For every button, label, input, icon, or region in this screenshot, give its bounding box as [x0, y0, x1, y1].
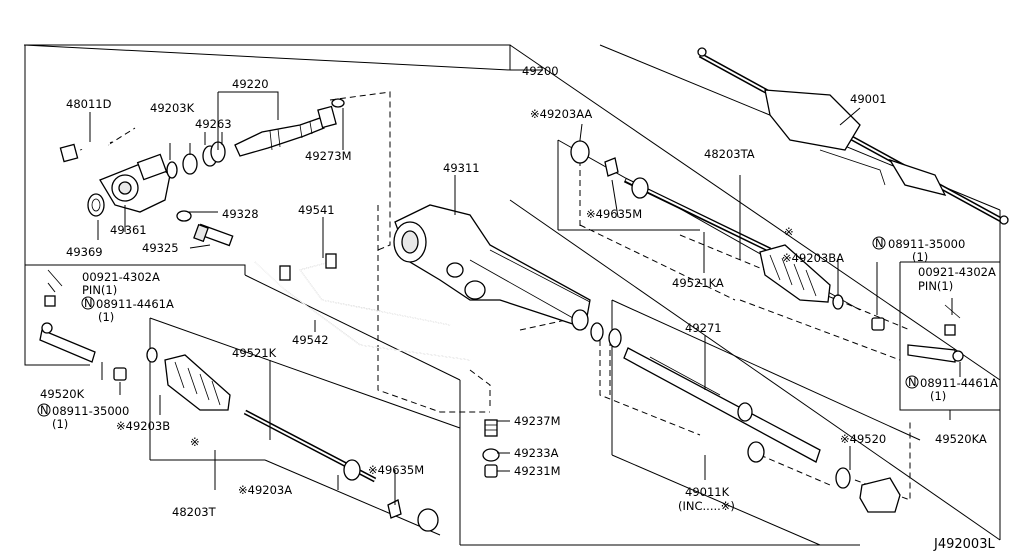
label-49635M-top: ※49635M — [586, 207, 642, 221]
label-49361: 49361 — [110, 223, 147, 237]
label-08911-35000-right: N 08911-35000 (1) — [872, 236, 965, 264]
label-49273M: 49273M — [305, 149, 352, 163]
svg-text:08911-4461A: 08911-4461A — [96, 297, 174, 311]
label-00921-4302A-right: 00921-4302A — [918, 265, 996, 279]
label-49203BA: ※49203BA — [782, 251, 844, 265]
label-48203T: 48203T — [172, 505, 217, 519]
label-08911-35000-left: N 08911-35000 (1) — [37, 403, 129, 431]
label-49203B: ※49203B — [116, 419, 170, 433]
label-48203TA: 48203TA — [704, 147, 755, 161]
label-49520K: 49520K — [40, 387, 85, 401]
svg-text:(1): (1) — [912, 250, 928, 264]
svg-text:08911-35000: 08911-35000 — [52, 404, 129, 418]
seal-49520-part — [835, 467, 851, 489]
housing-49361-part — [99, 153, 171, 213]
boot-49203BA-part — [759, 244, 844, 310]
svg-text:08911-4461A: 08911-4461A — [920, 376, 998, 390]
plug-49231M-part — [484, 464, 498, 478]
spring-49237M-part — [484, 419, 498, 437]
rings-49203K-part — [166, 153, 198, 179]
svg-text:N: N — [40, 403, 49, 417]
tie-rod-inner-49521KA-part — [623, 177, 772, 253]
label-49200: 49200 — [522, 64, 559, 78]
n-symbol-right-top: N — [875, 236, 884, 250]
diagram-code: J492003L — [933, 537, 995, 552]
label-49542: 49542 — [292, 333, 329, 347]
svg-text:(1): (1) — [98, 310, 114, 324]
label-49237M: 49237M — [514, 414, 561, 428]
oring-49328-part — [176, 210, 192, 222]
label-49011K: 49011K — [685, 485, 730, 499]
label-00921-4302A-left: 00921-4302A — [82, 270, 160, 284]
part-labels: 48011D 49220 49203K 49263 49273M 49361 4… — [37, 64, 998, 552]
label-pin-left: PIN(1) — [82, 283, 117, 297]
tie-rod-inner-49521K-part — [243, 409, 377, 483]
label-49001: 49001 — [850, 92, 887, 106]
boot-49203B-part — [146, 347, 231, 411]
pipe-49541-part — [299, 253, 451, 326]
svg-text:(1): (1) — [52, 417, 68, 431]
label-49011K-inc: (INC.....※) — [678, 499, 735, 513]
label-49541: 49541 — [298, 203, 335, 217]
nut-08911-35000-left-part — [113, 367, 127, 381]
nut-08911-35000-right-part — [871, 317, 885, 331]
gear-assembly-49001-part — [697, 47, 1009, 225]
gear-housing-49311-part — [393, 204, 591, 329]
label-08911-4461A-right: N 08911-4461A (1) — [905, 375, 998, 403]
svg-text:08911-35000: 08911-35000 — [888, 237, 965, 251]
bearing-49263-part — [202, 141, 226, 167]
label-49521K: 49521K — [232, 346, 277, 360]
rack-49271-part — [623, 347, 821, 463]
label-49521KA: 49521KA — [672, 276, 724, 290]
bushing-49520-part — [859, 477, 901, 513]
label-49271: 49271 — [685, 321, 722, 335]
clip-49203AA-part — [570, 140, 590, 164]
pipe-49542-part — [254, 261, 471, 361]
leader-lines — [47, 69, 961, 505]
label-pin-right: PIN(1) — [918, 279, 953, 293]
svg-text:(1): (1) — [930, 389, 946, 403]
label-49203AA: ※49203AA — [530, 107, 592, 121]
clip-49203A-part — [417, 508, 439, 532]
label-49328: 49328 — [222, 207, 259, 221]
label-49635M-bottom: ※49635M — [368, 463, 424, 477]
pinion-shaft-49220-part — [234, 105, 337, 157]
svg-text:N: N — [908, 375, 917, 389]
svg-text:N: N — [84, 296, 93, 310]
label-49203K: 49203K — [150, 101, 195, 115]
seal-49369-part — [87, 193, 105, 217]
label-08911-4461A-left: N 08911-4461A (1) — [81, 296, 174, 324]
plug-49325-part — [193, 223, 234, 247]
retainer-49233A-part — [482, 448, 500, 462]
label-49263: 49263 — [195, 117, 232, 131]
label-49203A: ※49203A — [238, 483, 292, 497]
label-49311: 49311 — [443, 161, 480, 175]
label-49369: 49369 — [66, 245, 103, 259]
label-49233A: 49233A — [514, 446, 559, 460]
label-48011D: 48011D — [66, 97, 112, 111]
tie-rod-end-49520K-part — [39, 269, 96, 363]
asterisk-mark-1: ※ — [784, 225, 794, 239]
label-49520: ※49520 — [840, 432, 886, 446]
oring-49273M-part — [331, 98, 345, 108]
seal-49011K-part — [747, 441, 765, 463]
label-49325: 49325 — [142, 241, 179, 255]
label-49231M: 49231M — [514, 464, 561, 478]
label-49220: 49220 — [232, 77, 269, 91]
bolt-48011D-part — [59, 141, 113, 163]
label-49520KA: 49520KA — [935, 432, 987, 446]
seals-near-housing-part — [571, 309, 622, 348]
asterisk-mark-2: ※ — [190, 435, 200, 449]
tie-rod-end-49520KA-part — [907, 304, 964, 363]
washer-49635M-top-part — [604, 157, 619, 177]
